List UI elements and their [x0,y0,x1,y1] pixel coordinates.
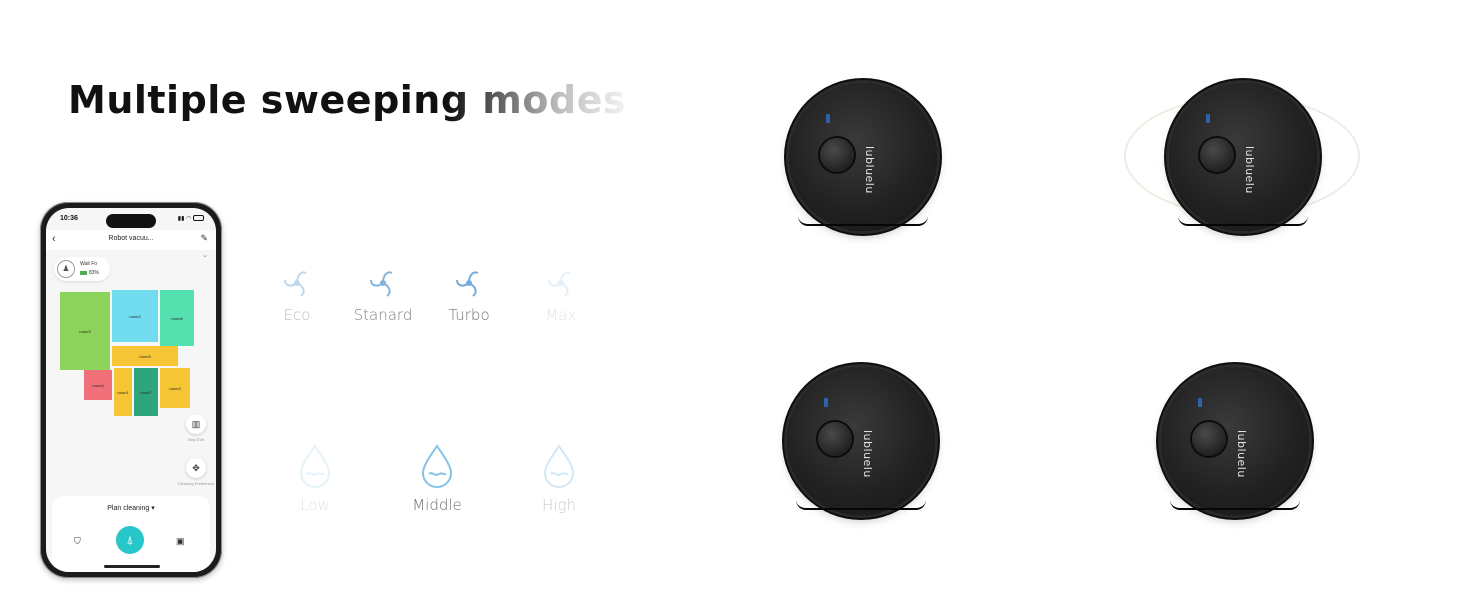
robot-vacuum-standard: lubluelu [786,366,936,516]
mode-max[interactable]: Max [516,266,606,324]
sensor-icon [824,398,828,407]
water-middle[interactable]: Middle [392,442,482,514]
robot-brand: lubluelu [1235,430,1248,478]
fan-icon [284,271,307,297]
phone-screen: 10:36 ▮▮ ◠ ‹ Robot vacuu... ✎ ⌄ ♟ Wait F… [46,208,216,572]
lidar-icon [1192,422,1226,456]
robot-icon: ♟ [57,260,75,278]
fan-icon [456,271,479,297]
robot-bumper [1178,216,1308,226]
mode-eco[interactable]: Eco [252,266,342,324]
sensor-icon [1206,114,1210,123]
lidar-icon [1200,138,1234,172]
water-label: Low [300,496,330,514]
sensor-icon [1198,398,1202,407]
preference-label: Cleaning Preference [177,481,215,486]
fan-icon [548,271,571,297]
water-drop-icon [421,444,453,488]
sweep-icon[interactable]: ⍋ [116,526,144,554]
water-label: High [542,496,576,514]
robot-brand: lubluelu [1243,146,1256,194]
room-block[interactable]: room2 [112,290,158,342]
robot-brand: lubluelu [861,430,874,478]
status-time: 10:36 [60,215,78,222]
robot-status-card[interactable]: ♟ Wait Fo 83% [54,257,110,281]
room-block[interactable]: room1 [114,368,132,416]
robot-vacuum-max: lubluelu [1160,366,1310,516]
back-icon[interactable]: ‹ [52,233,56,245]
app-title: Robot vacuu... [108,235,154,242]
mode-label: Max [545,306,577,324]
app-topbar: ‹ Robot vacuu... ✎ [46,230,216,250]
shield-icon[interactable]: ⛉ [74,536,81,546]
phone-notch [106,214,156,228]
signal-icon: ▮▮ [177,216,185,222]
water-drop-icon [543,444,575,488]
chevron-down-icon[interactable]: ⌄ [202,252,208,259]
water-drop-icon [299,444,331,488]
mode-label: Stanard [353,306,413,324]
map-edit-label: Map Edit [188,437,204,442]
status-icons: ▮▮ ◠ [178,215,204,222]
preference-icon[interactable]: ✥ [186,458,206,478]
robot-bumper [798,216,928,226]
robot-vacuum-turbo: lubluelu [1168,82,1318,232]
mode-label: Turbo [448,306,490,324]
room-block[interactable]: room3 [60,292,110,370]
mode-standard[interactable]: Stanard [338,266,428,324]
apps-icon[interactable]: ▣ [176,536,185,546]
bottom-panel: Plan cleaning ▾ ⛉ ⍋ ▣ [52,496,210,572]
wifi-icon: ◠ [186,216,192,222]
room-block[interactable]: room7 [134,368,158,416]
room-block[interactable]: room4 [84,370,112,400]
sensor-icon [826,114,830,123]
room-block[interactable]: room3 [160,368,190,408]
home-indicator [104,565,160,568]
robot-brand: lubluelu [863,146,876,194]
floor-map[interactable]: room3 room2 room6 room5 room4 room1 room… [56,286,206,416]
mode-turbo[interactable]: Turbo [424,266,514,324]
map-icon[interactable]: ▥ [186,414,206,434]
room-block[interactable]: room6 [160,290,194,346]
page-title: Multiple sweeping modes [68,78,627,122]
battery-bar-icon [80,270,87,275]
mode-label: Eco [283,306,311,324]
plan-cleaning-dropdown[interactable]: Plan cleaning ▾ [107,505,155,512]
battery-icon [193,215,204,222]
robot-bumper [1170,500,1300,510]
water-low[interactable]: Low [270,442,360,514]
fan-icon [370,271,393,297]
battery-level: 83% [80,270,99,276]
water-label: Middle [412,496,462,514]
robot-bumper [796,500,926,510]
lidar-icon [818,422,852,456]
robot-status: Wait Fo [80,261,98,267]
room-block[interactable]: room5 [112,346,178,366]
lidar-icon [820,138,854,172]
robot-vacuum-eco: lubluelu [788,82,938,232]
water-high[interactable]: High [514,442,604,514]
phone-mockup: 10:36 ▮▮ ◠ ‹ Robot vacuu... ✎ ⌄ ♟ Wait F… [40,202,222,578]
edit-icon[interactable]: ✎ [200,233,208,243]
